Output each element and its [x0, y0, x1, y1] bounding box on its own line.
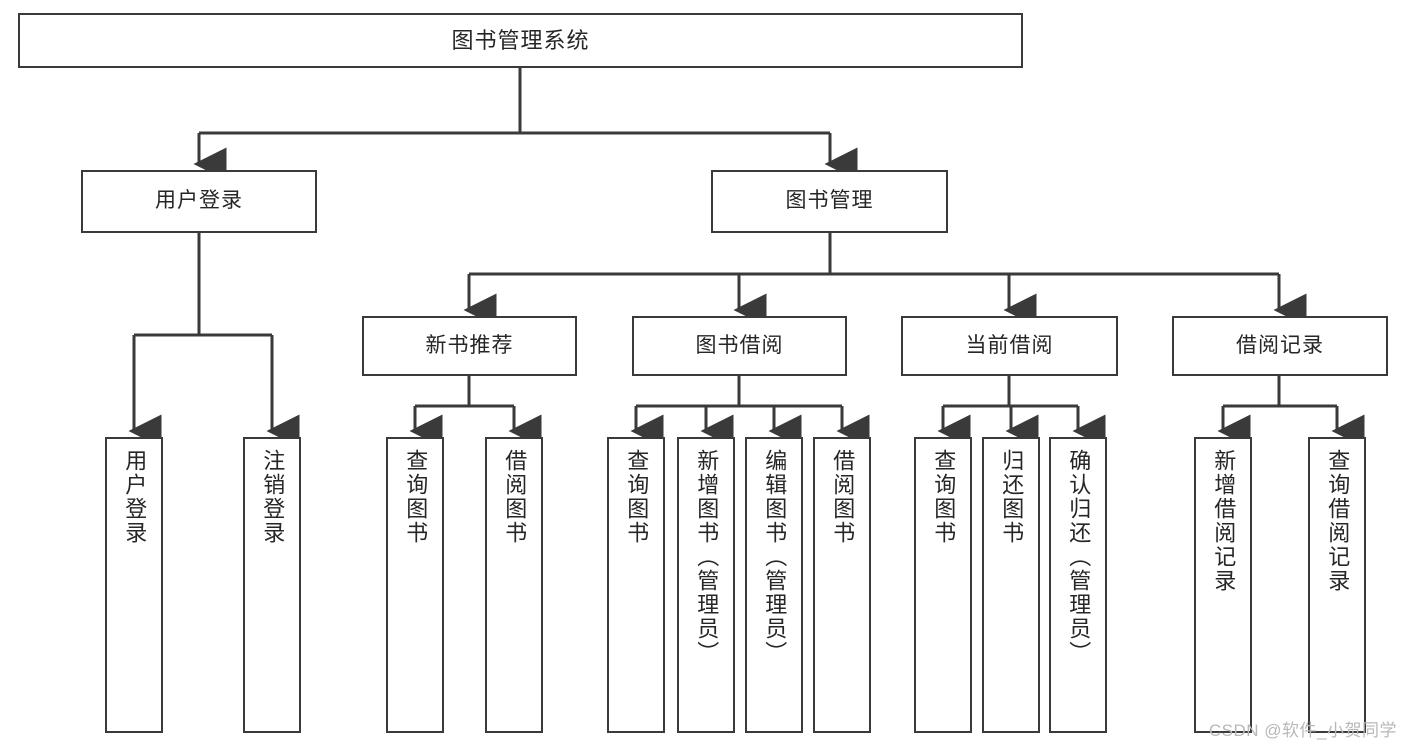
node-new-book-recommend-label: 新书推荐 [425, 333, 514, 357]
node-user-login[interactable]: 用户登录 [81, 170, 317, 233]
node-leaf-user-login[interactable]: 用户登录 [105, 437, 163, 733]
node-leaf-edit-book-label: 编辑图书（管理员） [762, 449, 788, 665]
node-leaf-user-login-label: 用户登录 [122, 449, 148, 545]
node-leaf-user-logout-label: 注销登录 [260, 449, 286, 545]
node-leaf-user-logout[interactable]: 注销登录 [243, 437, 301, 733]
node-leaf-add-book[interactable]: 新增图书（管理员） [677, 437, 735, 733]
node-borrow-record-label: 借阅记录 [1236, 333, 1324, 357]
node-leaf-return-book[interactable]: 归还图书 [982, 437, 1040, 733]
node-leaf-confirm-return-label: 确认归还（管理员） [1066, 449, 1092, 665]
node-leaf-edit-book[interactable]: 编辑图书（管理员） [745, 437, 803, 733]
node-borrow-record[interactable]: 借阅记录 [1172, 316, 1388, 376]
node-current-borrow-label: 当前借阅 [965, 333, 1054, 357]
node-book-borrow[interactable]: 图书借阅 [632, 316, 847, 376]
node-book-manage-label: 图书管理 [785, 189, 874, 213]
node-leaf-query-book-2-label: 查询图书 [624, 449, 650, 545]
node-leaf-query-book-3[interactable]: 查询图书 [914, 437, 972, 733]
watermark-text: CSDN @软件_小贺同学 [1208, 721, 1397, 740]
node-leaf-borrow-book-1[interactable]: 借阅图书 [485, 437, 543, 733]
node-leaf-add-record[interactable]: 新增借阅记录 [1194, 437, 1252, 733]
node-leaf-query-book-1[interactable]: 查询图书 [386, 437, 444, 733]
node-leaf-query-book-1-label: 查询图书 [403, 449, 429, 545]
node-book-borrow-label: 图书借阅 [695, 333, 784, 357]
node-leaf-query-record-label: 查询借阅记录 [1325, 449, 1351, 593]
node-leaf-borrow-book-2[interactable]: 借阅图书 [813, 437, 871, 733]
node-leaf-borrow-book-1-label: 借阅图书 [502, 449, 528, 545]
node-root[interactable]: 图书管理系统 [18, 13, 1023, 68]
node-book-manage[interactable]: 图书管理 [711, 170, 948, 233]
node-leaf-add-book-label: 新增图书（管理员） [694, 449, 720, 665]
node-leaf-add-record-label: 新增借阅记录 [1211, 449, 1237, 593]
node-leaf-return-book-label: 归还图书 [999, 449, 1025, 545]
node-current-borrow[interactable]: 当前借阅 [901, 316, 1118, 376]
node-new-book-recommend[interactable]: 新书推荐 [362, 316, 577, 376]
node-leaf-query-book-2[interactable]: 查询图书 [607, 437, 665, 733]
node-root-label: 图书管理系统 [451, 27, 590, 53]
node-user-login-label: 用户登录 [155, 189, 243, 213]
node-leaf-borrow-book-2-label: 借阅图书 [830, 449, 856, 545]
node-leaf-query-book-3-label: 查询图书 [931, 449, 957, 545]
node-leaf-confirm-return[interactable]: 确认归还（管理员） [1049, 437, 1107, 733]
node-leaf-query-record[interactable]: 查询借阅记录 [1308, 437, 1366, 733]
